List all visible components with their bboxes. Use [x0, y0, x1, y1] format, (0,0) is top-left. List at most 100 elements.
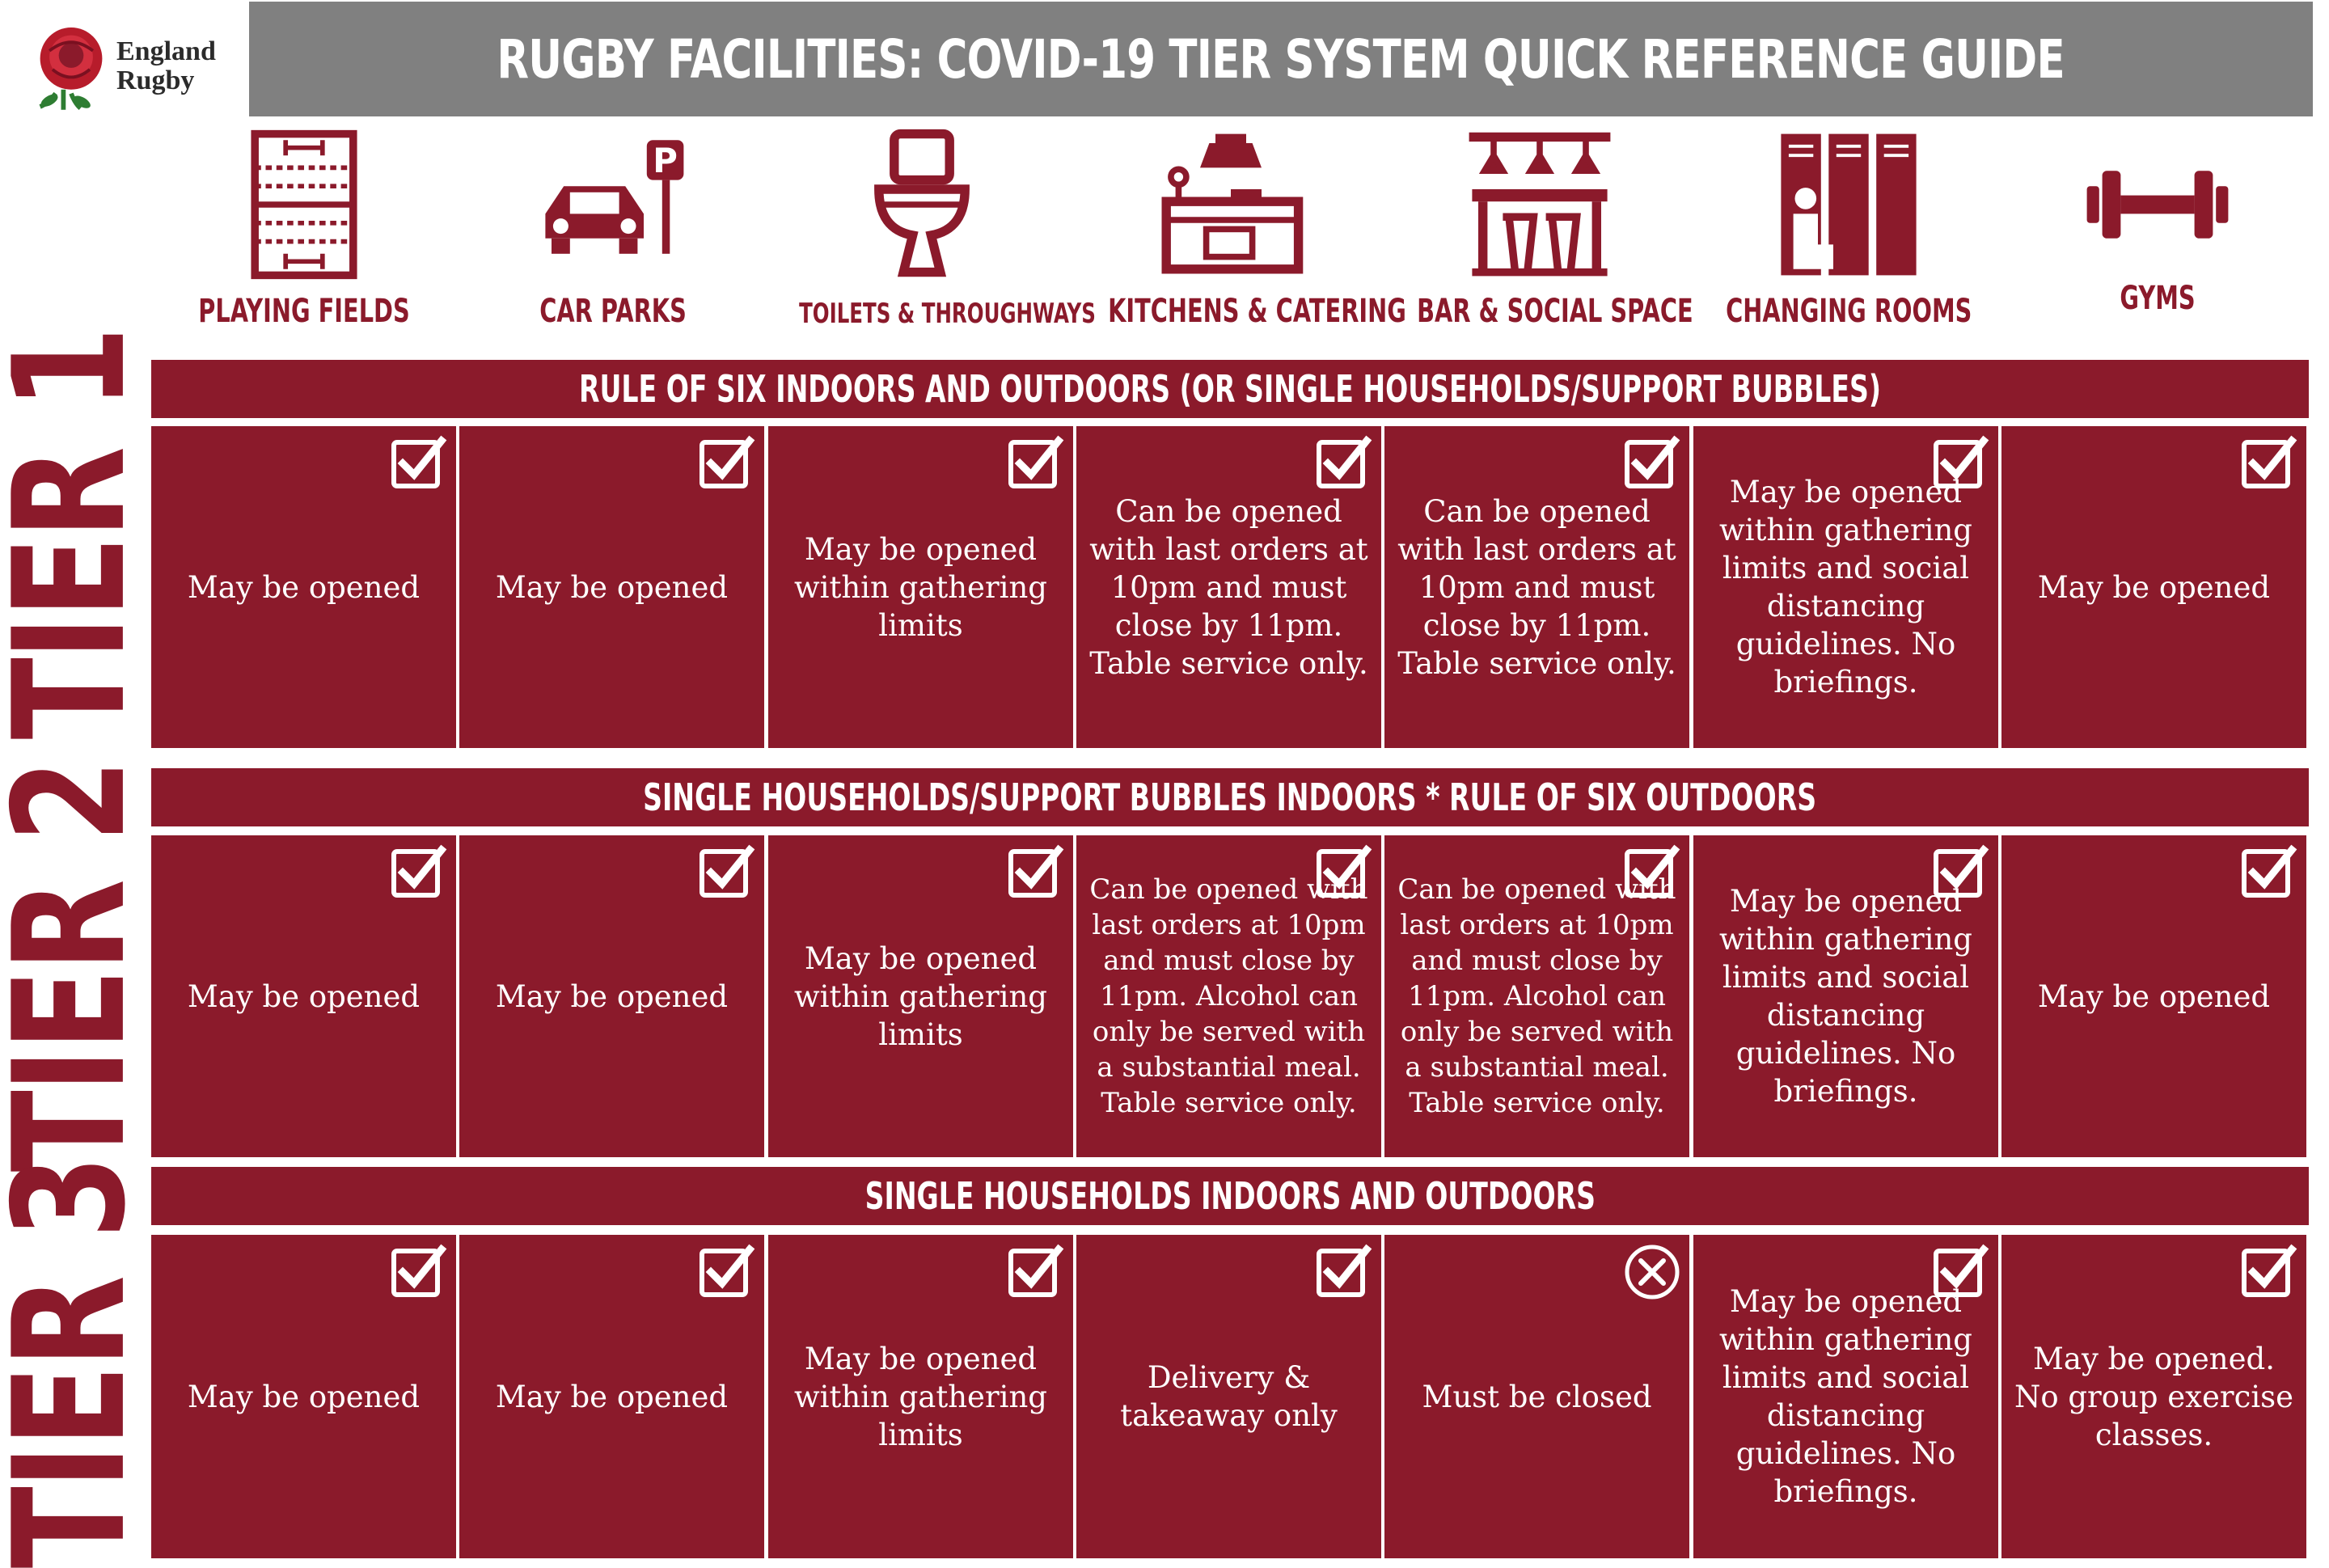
cell-text: May be opened: [495, 1379, 729, 1414]
tier-1-cell-locker: May be opened within gathering limits an…: [1693, 426, 1998, 748]
cell-text: Can be opened with last orders at 10pm a…: [1089, 873, 1368, 1119]
checkbox-checked-icon: [700, 1244, 755, 1297]
facility-car-parks: P CAR PARKS: [459, 121, 767, 348]
tier-2-rule: SINGLE HOUSEHOLDS/SUPPORT BUBBLES INDOOR…: [643, 776, 1817, 819]
kitchen-icon: [1161, 133, 1304, 274]
cell-text: May be opened within gathering limits an…: [1718, 1284, 1972, 1509]
tier-1-cell-playing-field: May be opened: [151, 426, 456, 748]
cell-text: May be opened: [187, 978, 421, 1014]
tier-3-cell-toilet: May be opened within gathering limits: [768, 1235, 1073, 1558]
facility-label: KITCHENS & CATERING: [1108, 293, 1406, 330]
tier-3-banner: SINGLE HOUSEHOLDS INDOORS AND OUTDOORS: [151, 1167, 2309, 1225]
tier-2-banner: SINGLE HOUSEHOLDS/SUPPORT BUBBLES INDOOR…: [151, 768, 2309, 826]
facility-icons-row: PLAYING FIELDS P CAR PARKS TOILETS & THR…: [150, 121, 2313, 348]
cross-circle-icon: [1625, 1245, 1680, 1300]
cell-text: Can be opened with last orders at 10pm a…: [1397, 873, 1676, 1119]
title-banner: RUGBY FACILITIES: COVID-19 TIER SYSTEM Q…: [249, 2, 2313, 116]
cell-text: Delivery & takeaway only: [1120, 1360, 1338, 1433]
checkbox-checked-icon: [1625, 435, 1680, 488]
tier-2-cell-kitchen: Can be opened with last orders at 10pm a…: [1076, 835, 1381, 1157]
tier-3-cell-kitchen: Delivery & takeaway only: [1076, 1235, 1381, 1558]
playing-field-icon: [251, 129, 357, 280]
cell-text: May be opened within gathering limits an…: [1718, 884, 1972, 1109]
checkbox-checked-icon: [2242, 435, 2297, 488]
bar-icon: [1469, 132, 1611, 277]
svg-text:P: P: [653, 141, 678, 180]
cell-text: May be opened: [495, 569, 729, 605]
checkbox-checked-icon: [2242, 844, 2297, 898]
facility-toilets: TOILETS & THROUGHWAYS: [767, 121, 1096, 348]
tier-1-label: TIER 1: [0, 328, 159, 739]
checkbox-checked-icon: [1934, 435, 1989, 488]
tier-3-cell-bar: Must be closed: [1384, 1235, 1689, 1558]
cell-text: Can be opened with last orders at 10pm a…: [1089, 493, 1368, 681]
checkbox-checked-icon: [391, 435, 447, 488]
checkbox-checked-icon: [700, 435, 755, 488]
tier-2-cell-toilet: May be opened within gathering limits: [768, 835, 1073, 1157]
tier-2-cell-car-park: May be opened: [459, 835, 764, 1157]
logo-line-1: England: [116, 36, 216, 66]
tier-3-label: TIER 3: [0, 1157, 159, 1568]
tier-3-cell-dumbbell: May be opened. No group exercise classes…: [2001, 1235, 2306, 1558]
tier-1-rule: RULE OF SIX INDOORS AND OUTDOORS (OR SIN…: [579, 367, 1881, 411]
checkbox-checked-icon: [1317, 435, 1372, 488]
facility-label: CHANGING ROOMS: [1726, 293, 1972, 330]
cell-text: Can be opened with last orders at 10pm a…: [1397, 493, 1676, 681]
tier-3-cell-playing-field: May be opened: [151, 1235, 456, 1558]
facility-label: PLAYING FIELDS: [198, 293, 410, 330]
cell-text: May be opened: [495, 978, 729, 1014]
checkbox-checked-icon: [700, 844, 755, 898]
tier-2-cell-bar: Can be opened with last orders at 10pm a…: [1384, 835, 1689, 1157]
tier-1-banner: RULE OF SIX INDOORS AND OUTDOORS (OR SIN…: [151, 360, 2309, 418]
facility-label: CAR PARKS: [539, 293, 687, 330]
tier-1-cell-bar: Can be opened with last orders at 10pm a…: [1384, 426, 1689, 748]
tier-3-cell-car-park: May be opened: [459, 1235, 764, 1558]
car-park-icon: P: [545, 140, 684, 254]
checkbox-checked-icon: [391, 844, 447, 898]
page-title: RUGBY FACILITIES: COVID-19 TIER SYSTEM Q…: [497, 27, 2065, 91]
cell-text: May be opened: [2037, 569, 2271, 605]
tier-2-label: TIER 2: [0, 761, 159, 1172]
cell-text: May be opened within gathering limits: [793, 1341, 1047, 1452]
tier-3-rule: SINGLE HOUSEHOLDS INDOORS AND OUTDOORS: [864, 1174, 1596, 1218]
tier-1-cell-kitchen: Can be opened with last orders at 10pm a…: [1076, 426, 1381, 748]
facility-kitchens: KITCHENS & CATERING: [1076, 121, 1406, 348]
cell-text: May be opened: [187, 1379, 421, 1414]
tier-3-cell-locker: May be opened within gathering limits an…: [1693, 1235, 1998, 1558]
facility-label: GYMS: [2120, 280, 2196, 317]
checkbox-checked-icon: [1008, 435, 1064, 488]
dumbbell-icon: [2086, 171, 2229, 239]
checkbox-checked-icon: [1934, 844, 1989, 898]
checkbox-checked-icon: [391, 1244, 447, 1297]
checkbox-checked-icon: [2242, 1244, 2297, 1297]
toilet-icon: [874, 129, 970, 277]
tier-1-cell-toilet: May be opened within gathering limits: [768, 426, 1073, 748]
checkbox-checked-icon: [1934, 1244, 1989, 1297]
facility-bar: BAR & SOCIAL SPACE: [1385, 121, 1694, 348]
logo-line-2: Rugby: [116, 66, 195, 95]
england-rugby-logo: England Rugby: [32, 18, 243, 115]
cell-text: Must be closed: [1422, 1379, 1652, 1414]
tier-2-cell-locker: May be opened within gathering limits an…: [1693, 835, 1998, 1157]
facility-label: BAR & SOCIAL SPACE: [1417, 293, 1693, 330]
cell-text: May be opened. No group exercise classes…: [2014, 1341, 2294, 1452]
cell-text: May be opened within gathering limits: [793, 940, 1047, 1052]
facility-label: TOILETS & THROUGHWAYS: [799, 298, 1096, 330]
tier-1-cell-car-park: May be opened: [459, 426, 764, 748]
cell-text: May be opened within gathering limits: [793, 531, 1047, 643]
checkbox-checked-icon: [1008, 1244, 1064, 1297]
tier-1-cell-dumbbell: May be opened: [2001, 426, 2306, 748]
rose-icon: [39, 27, 103, 111]
tier-2-cell-playing-field: May be opened: [151, 835, 456, 1157]
checkbox-checked-icon: [1317, 844, 1372, 898]
cell-text: May be opened within gathering limits an…: [1718, 475, 1972, 699]
checkbox-checked-icon: [1317, 1244, 1372, 1297]
facility-gyms: GYMS: [2003, 121, 2312, 348]
facility-playing-fields: PLAYING FIELDS: [150, 121, 459, 348]
cell-text: May be opened: [2037, 978, 2271, 1014]
locker-icon: [1781, 133, 1917, 276]
checkbox-checked-icon: [1008, 844, 1064, 898]
tier-2-cell-dumbbell: May be opened: [2001, 835, 2306, 1157]
cell-text: May be opened: [187, 569, 421, 605]
checkbox-checked-icon: [1625, 844, 1680, 898]
